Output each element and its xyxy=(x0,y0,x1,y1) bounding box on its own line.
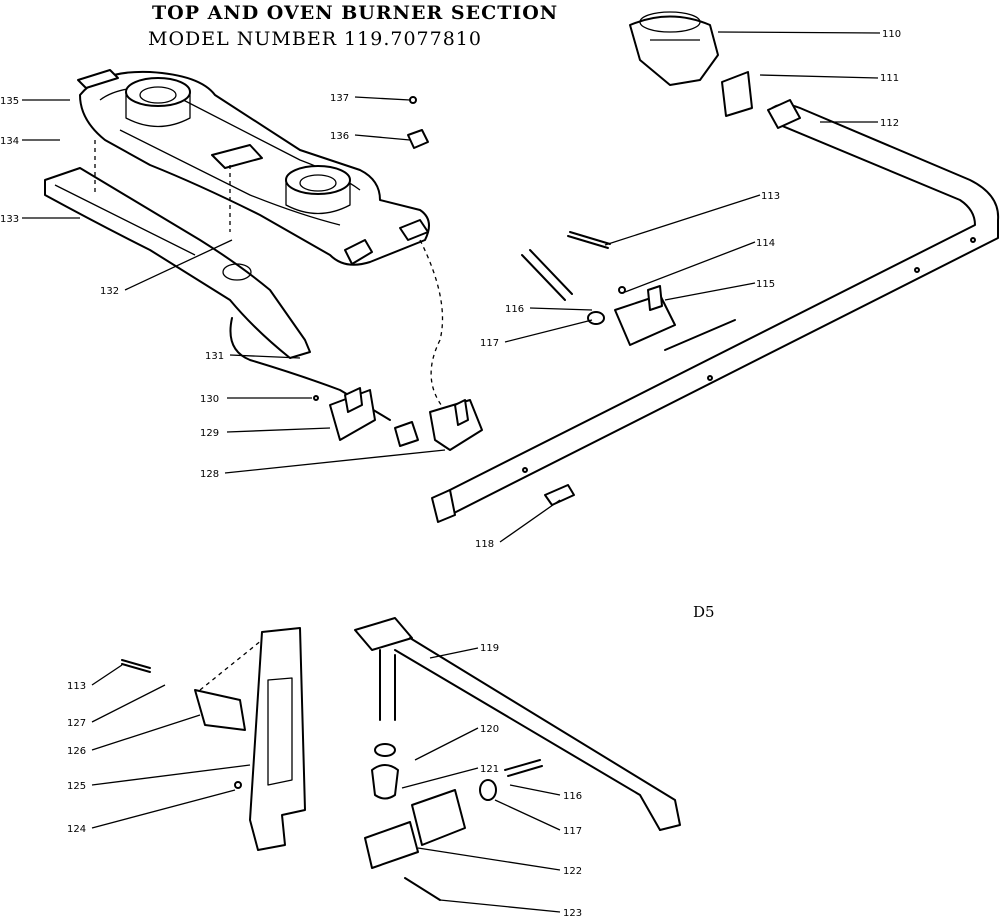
callout-122: 122 xyxy=(563,866,582,877)
callout-116: 116 xyxy=(505,304,524,315)
screw-118 xyxy=(544,484,575,506)
top-burner-assembly xyxy=(77,69,430,266)
callout-127: 127 xyxy=(67,718,86,729)
oven-valve-assembly xyxy=(364,743,543,901)
hidden-line xyxy=(419,239,446,411)
callout-116-oven: 116 xyxy=(563,791,582,802)
callout-128: 128 xyxy=(200,469,219,480)
thermocouple-tube xyxy=(229,317,391,421)
callout-114: 114 xyxy=(756,238,775,249)
callout-136: 136 xyxy=(330,131,349,142)
burner-support-bracket xyxy=(44,140,311,359)
callout-119: 119 xyxy=(480,643,499,654)
screw-137 xyxy=(409,96,417,104)
callout-129: 129 xyxy=(200,428,219,439)
callout-126: 126 xyxy=(67,746,86,757)
callout-131: 131 xyxy=(205,351,224,362)
callout-130: 130 xyxy=(200,394,219,405)
callout-134: 134 xyxy=(0,136,19,147)
pressure-regulator xyxy=(629,11,719,86)
callout-120: 120 xyxy=(480,724,499,735)
callout-117-oven: 117 xyxy=(563,826,582,837)
callout-118: 118 xyxy=(475,539,494,550)
callout-123: 123 xyxy=(563,908,582,919)
safety-valve-assembly xyxy=(313,387,483,451)
burner-valve-assembly xyxy=(521,231,736,351)
bracket-136 xyxy=(407,129,429,149)
callout-133: 133 xyxy=(0,214,19,225)
callout-124: 124 xyxy=(67,824,86,835)
callout-110: 110 xyxy=(882,29,901,40)
gasket-111 xyxy=(721,71,753,117)
callout-113-oven: 113 xyxy=(67,681,86,692)
callout-111: 111 xyxy=(880,73,899,84)
model-number: MODEL NUMBER 119.7077810 xyxy=(148,28,482,50)
callout-117: 117 xyxy=(480,338,499,349)
diagram-code: D5 xyxy=(693,603,715,621)
oven-pilot-bracket xyxy=(121,627,306,851)
callout-137: 137 xyxy=(330,93,349,104)
manifold-pipe xyxy=(431,99,1000,523)
leader-lines xyxy=(22,31,881,913)
callout-112: 112 xyxy=(880,118,899,129)
callout-115: 115 xyxy=(756,279,775,290)
diagram-title: TOP AND OVEN BURNER SECTION xyxy=(152,2,559,24)
oven-burner-bracket-119 xyxy=(354,617,681,831)
callout-113: 113 xyxy=(761,191,780,202)
callout-labels: 110 111 112 113 114 115 116 117 118 128 … xyxy=(0,29,901,919)
callout-132: 132 xyxy=(100,286,119,297)
callout-125: 125 xyxy=(67,781,86,792)
callout-135: 135 xyxy=(0,96,19,107)
callout-121: 121 xyxy=(480,764,499,775)
